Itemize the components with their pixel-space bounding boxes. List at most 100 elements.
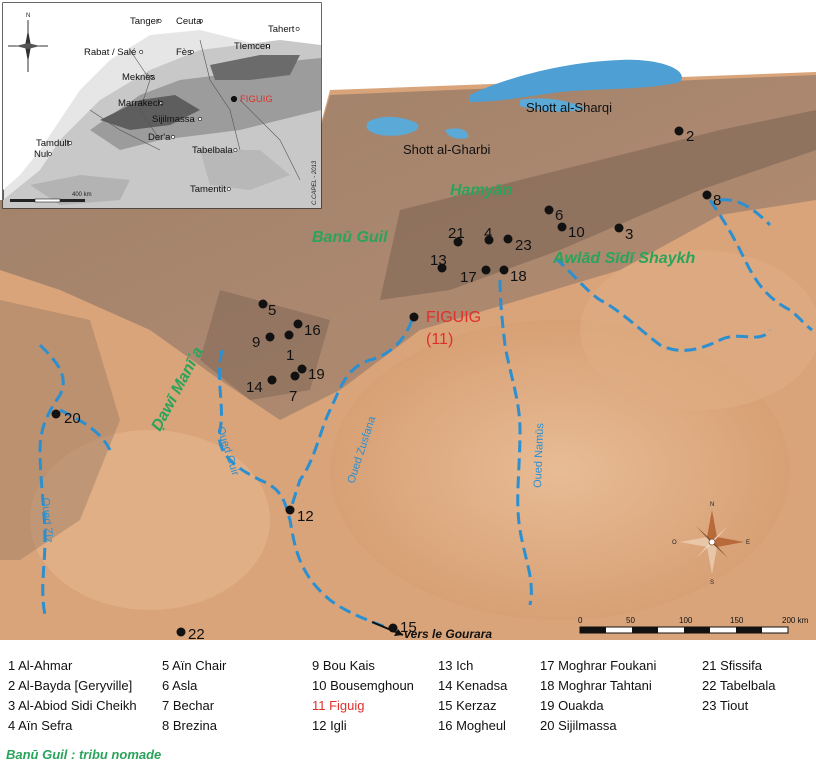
site-marker-23 xyxy=(503,234,513,244)
site-marker-5 xyxy=(258,299,268,309)
legend-item: 19 Ouakda xyxy=(540,698,604,713)
site-marker-18 xyxy=(499,265,509,275)
site-marker-17 xyxy=(481,265,491,275)
inset-place-label: Tlemcen xyxy=(234,41,270,52)
site-number-23: 23 xyxy=(515,237,532,254)
legend-column: 1 Al-Ahmar 2 Al-Bayda [Geryville] 3 Al-A… xyxy=(8,656,137,736)
legend-item: 20 Sijilmassa xyxy=(540,718,617,733)
legend-item: 8 Brezina xyxy=(162,718,217,733)
legend: 1 Al-Ahmar 2 Al-Bayda [Geryville] 3 Al-A… xyxy=(0,648,816,769)
inset-place-dot xyxy=(266,44,271,48)
legend-item: 13 Ich xyxy=(438,658,474,673)
legend-note: Banū Guil : tribu nomade xyxy=(6,747,162,762)
compass-s: S xyxy=(710,580,714,586)
site-number-19: 19 xyxy=(308,366,325,383)
legend-item: 12 Igli xyxy=(312,718,347,733)
scale-tick-label: 0 xyxy=(578,616,583,625)
legend-item: 4 Aïn Sefra xyxy=(8,718,73,733)
legend-column: 5 Aïn Chair 6 Asla 7 Bechar 8 Brezina xyxy=(162,656,226,736)
lake-shott-gharbi xyxy=(366,116,419,136)
legend-column: 21 Sfissifa 22 Tabelbala 23 Tiout xyxy=(702,656,776,716)
site-marker-8 xyxy=(702,190,712,200)
compass-e: E xyxy=(746,540,750,546)
inset-map: N 400 km C.CAPEL - 2013 xyxy=(2,2,322,209)
inset-place-dot xyxy=(159,101,164,105)
river-ziz-tributary xyxy=(59,408,112,451)
site-marker-4 xyxy=(484,235,494,245)
site-number-2: 2 xyxy=(686,128,694,145)
river-oued-guir xyxy=(217,349,396,632)
inset-place-label: Tabelbala xyxy=(192,145,233,156)
inset-place-label: Der'a xyxy=(148,132,171,143)
site-marker-figuig xyxy=(409,312,419,322)
legend-item: 5 Aïn Chair xyxy=(162,658,227,673)
site-marker-9 xyxy=(265,332,275,342)
scale-tick-label: 200 km xyxy=(782,616,809,625)
inset-place-dot xyxy=(68,141,73,145)
inset-place-label: Rabat / Salé xyxy=(84,47,136,58)
legend-item: 2 Al-Bayda [Geryville] xyxy=(8,678,133,693)
legend-column: 9 Bou Kais 10 Bousemghoun 11 Figuig 12 I… xyxy=(312,656,414,736)
inset-place-dot xyxy=(233,148,238,152)
legend-item: 3 Al-Abiod Sidi Cheikh xyxy=(8,698,137,713)
legend-item: 22 Tabelbala xyxy=(702,678,776,693)
dune-area xyxy=(30,430,270,610)
inset-place-label: Tahert xyxy=(268,24,295,35)
inset-place-label: FIGUIG xyxy=(240,94,273,105)
site-marker-1 xyxy=(284,330,294,340)
scale-tick-label: 100 xyxy=(679,616,693,625)
site-marker-13 xyxy=(437,263,447,273)
inset-place-label: Meknès xyxy=(122,72,156,83)
inset-place-dot xyxy=(230,95,238,103)
river-east-small xyxy=(719,198,772,227)
site-number-1: 1 xyxy=(286,347,294,364)
site-number-22: 22 xyxy=(188,626,205,640)
river-northeast xyxy=(554,256,772,352)
site-number-21: 21 xyxy=(448,225,465,242)
site-marker-14 xyxy=(267,375,277,385)
river-oued-ziz xyxy=(38,343,65,616)
site-number-3: 3 xyxy=(625,226,633,243)
inset-place-label: Tamentit xyxy=(190,184,226,195)
legend-item: 21 Sfissifa xyxy=(702,658,762,673)
tribe-label: Awlād Sīdī Shaykh xyxy=(552,250,695,267)
lake-label: Shott al-Gharbi xyxy=(403,142,491,157)
inset-place-label: Sijilmassa xyxy=(152,114,195,125)
inset-place-label: Marrakech xyxy=(118,98,163,109)
legend-item: 6 Asla xyxy=(162,678,198,693)
legend-column: 17 Moghrar Foukani 18 Moghrar Tahtani 19… xyxy=(540,656,656,736)
river-oued-zusfana xyxy=(288,319,414,513)
site-number-15: 15 xyxy=(400,619,417,636)
site-marker-21 xyxy=(453,237,463,247)
inset-place-label: Tanger xyxy=(130,16,159,27)
lake-shott-sharqi xyxy=(520,98,585,112)
site-number-8: 8 xyxy=(713,192,721,209)
compass-rose-icon: N S E O xyxy=(672,502,750,586)
site-marker-16 xyxy=(293,319,303,329)
inset-credit: C.CAPEL - 2013 xyxy=(312,160,318,205)
inset-place-label: Nul xyxy=(34,149,48,160)
site-number-16: 16 xyxy=(304,322,321,339)
site-marker-3 xyxy=(614,223,624,233)
inset-scale-label: 400 km xyxy=(72,192,92,198)
legend-item: 11 Figuig xyxy=(312,698,365,713)
site-number-9: 9 xyxy=(252,334,260,351)
legend-item: 9 Bou Kais xyxy=(312,658,375,673)
legend-item: 1 Al-Ahmar xyxy=(8,658,73,673)
site-marker-2 xyxy=(674,126,684,136)
river-label: Oued Zīz xyxy=(39,497,55,543)
inset-place-label: Tamdult xyxy=(36,138,70,149)
site-number-17: 17 xyxy=(460,269,477,286)
inset-place-dot xyxy=(157,19,162,23)
compass-o: O xyxy=(672,540,677,546)
legend-item: 16 Mogheul xyxy=(438,718,506,733)
site-marker-6 xyxy=(544,205,554,215)
inset-north-label: N xyxy=(26,13,30,19)
site-number-7: 7 xyxy=(289,388,297,405)
legend-item: 10 Bousemghoun xyxy=(312,678,414,693)
river-oued-namus xyxy=(498,279,533,606)
legend-item: 15 Kerzaz xyxy=(438,698,497,713)
figuig-label: FIGUIG xyxy=(426,309,481,326)
inset-place-label: Fès xyxy=(176,47,192,58)
